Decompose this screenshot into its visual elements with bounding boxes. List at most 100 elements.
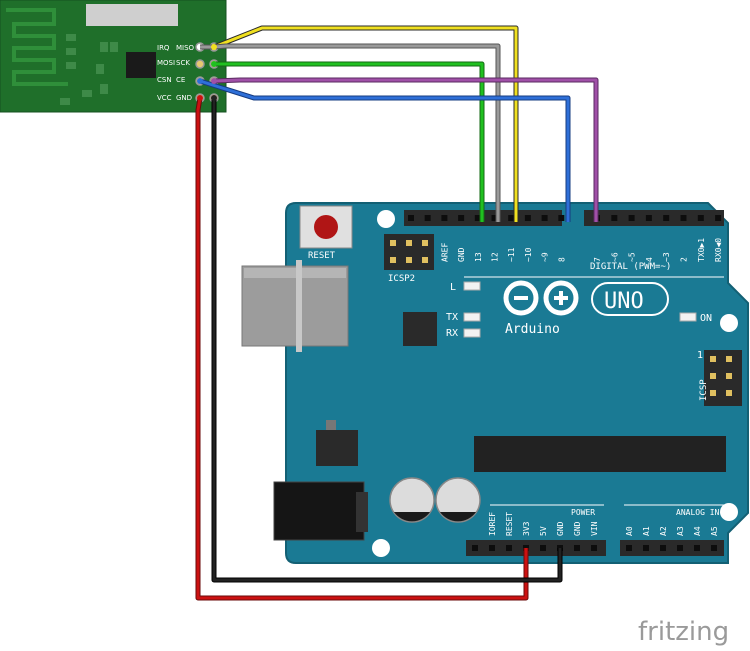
header-socket <box>711 545 717 551</box>
analog-pin-label: A4 <box>693 526 702 536</box>
power-header-label: POWER <box>571 508 595 517</box>
header-socket <box>645 215 652 221</box>
header-socket <box>628 215 635 221</box>
arduino-wordmark: Arduino <box>505 322 560 337</box>
header-socket <box>508 215 515 221</box>
analog-pin-label: A3 <box>676 526 685 536</box>
power-header <box>466 540 606 556</box>
digital-pin-label: 4 <box>645 257 654 262</box>
header-socket <box>660 545 666 551</box>
analog-pin-label: A5 <box>710 526 719 536</box>
header-socket <box>591 545 597 551</box>
digital-header-label: DIGITAL (PWM=~) <box>590 262 671 272</box>
uno-text: UNO <box>604 289 644 314</box>
digital-pin-label: RX0◀0 <box>714 238 723 262</box>
dc-jack-lip <box>356 492 368 532</box>
usb-connector-top <box>244 268 346 278</box>
pin-pad <box>195 59 205 69</box>
wire-ce-outline <box>213 77 599 222</box>
header-socket <box>424 215 431 221</box>
bottom-sockets <box>472 545 717 551</box>
header-socket <box>643 545 649 551</box>
smd-part <box>110 42 118 52</box>
board-pcb <box>285 202 749 564</box>
led-tx <box>463 312 481 322</box>
regulator-tab <box>326 420 336 434</box>
nrf24l01-module: IRQ MOSI CSN VCC MISO SCK CE GND <box>0 0 227 113</box>
analog-pin-label: A2 <box>659 526 668 536</box>
wire-miso <box>213 26 518 222</box>
mounting-hole <box>377 210 395 228</box>
power-pin-label: 3V3 <box>522 521 531 536</box>
wire-miso-outline <box>213 25 519 222</box>
wire-end <box>197 78 203 84</box>
analog-header-label: ANALOG IN <box>676 508 720 517</box>
power-pin-label: 5V <box>539 526 548 536</box>
digital-pin-label: 12 <box>491 252 500 262</box>
digital-pin-label: ~3 <box>662 252 671 262</box>
digital-pin-label: GND <box>457 247 466 262</box>
power-pin-label: IOREF <box>488 512 497 536</box>
led-label-on: ON <box>700 313 712 324</box>
pin-label-mosi: MOSI <box>157 59 175 67</box>
wire-gnd <box>212 98 562 582</box>
digital-pin-label: 8 <box>557 257 566 262</box>
arduino-uno-board: RESET ICSP2 L <box>241 202 749 564</box>
icsp-header <box>704 350 742 406</box>
power-pin-label: GND <box>556 521 565 536</box>
usb-chip <box>403 312 437 346</box>
usb-flange <box>296 260 302 352</box>
digital-pin-label: 13 <box>474 252 483 262</box>
header-socket <box>491 215 498 221</box>
digital-header-right <box>584 210 724 226</box>
digital-pin-label: ~10 <box>524 247 533 262</box>
antenna-trace <box>6 8 68 86</box>
arduino-logo <box>503 280 579 316</box>
uno-badge <box>591 282 669 316</box>
smd-part <box>60 98 70 105</box>
header-socket <box>697 215 704 221</box>
wires <box>195 25 599 601</box>
digital-pin-label: 2 <box>680 257 689 262</box>
mounting-hole <box>372 539 390 557</box>
digital-pin-label: AREF <box>440 243 449 262</box>
smd-part <box>100 84 108 94</box>
header-socket <box>458 215 465 221</box>
led-rx <box>463 328 481 338</box>
digital-pin-label: 7 <box>593 257 602 262</box>
usb-connector <box>241 265 349 347</box>
smd-part <box>96 64 104 74</box>
smd-part <box>66 34 76 41</box>
header-socket <box>408 215 414 221</box>
header-socket <box>677 545 683 551</box>
power-pin-label: RESET <box>505 512 514 536</box>
wire-end <box>211 95 217 101</box>
digital-pin-label: TX0▶1 <box>697 238 706 262</box>
voltage-regulator <box>316 430 358 466</box>
icsp2-label: ICSP2 <box>388 274 415 284</box>
reset-button-cap <box>314 215 338 239</box>
header-socket <box>441 215 448 221</box>
rf-chip <box>126 52 156 78</box>
wire-sck-outline <box>200 43 501 222</box>
header-socket <box>474 215 481 221</box>
mounting-hole <box>720 503 738 521</box>
wire-sck <box>200 44 500 222</box>
pin-label-ce: CE <box>176 76 185 84</box>
wire-ce <box>213 78 598 222</box>
wire-end <box>197 95 203 101</box>
wire-csn <box>199 79 570 222</box>
wire-end <box>211 44 217 50</box>
header-socket <box>540 545 546 551</box>
header-socket <box>715 215 722 221</box>
reset-label: RESET <box>308 251 336 261</box>
smd-part <box>66 62 76 69</box>
header-socket <box>524 215 531 221</box>
power-pin-label: GND <box>573 521 582 536</box>
atmega-chip <box>474 436 726 472</box>
header-socket <box>611 215 618 221</box>
icsp-pin1-label: 1 <box>697 350 703 361</box>
